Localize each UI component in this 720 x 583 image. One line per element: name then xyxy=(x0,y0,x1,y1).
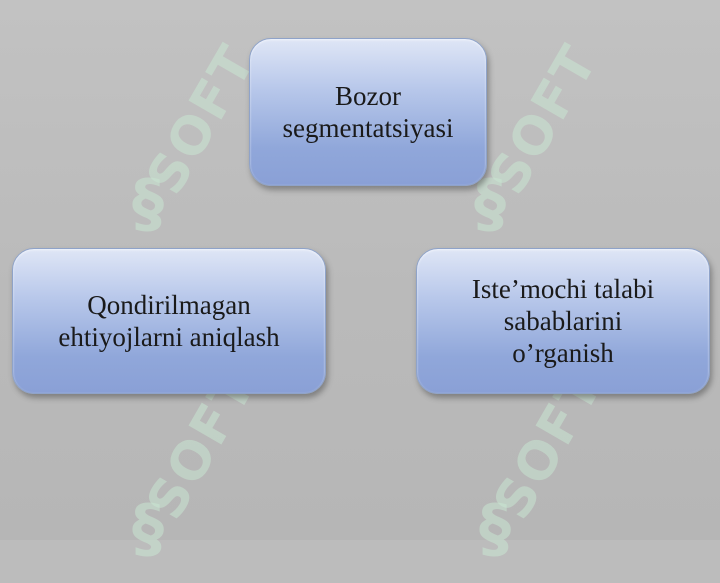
soft-logo-icon: § xyxy=(479,492,512,567)
node-line: Iste’mochi talabi xyxy=(471,274,655,304)
soft-logo-icon: § xyxy=(132,167,165,242)
node-label: Qondirilmagan ehtiyojlarni aniqlash xyxy=(58,289,279,353)
soft-logo-icon: § xyxy=(132,492,165,567)
node-line: sabablarini xyxy=(503,306,623,336)
node-bozor-segmentatsiyasi: Bozor segmentatsiyasi xyxy=(249,38,487,186)
node-line: segmentatsiyasi xyxy=(282,113,454,143)
slide-canvas: §SOFT §SOFT §SOFT §SOFT Bozor segmentats… xyxy=(0,0,720,567)
watermark-logo: §SOFT xyxy=(132,35,268,242)
node-label: Iste’mochi talabi sabablarini o’rganish xyxy=(472,273,654,369)
node-qondirilmagan-ehtiyojlar: Qondirilmagan ehtiyojlarni aniqlash xyxy=(12,248,326,394)
node-istemochi-talabi: Iste’mochi talabi sabablarini o’rganish xyxy=(416,248,710,394)
node-line: Qondirilmagan xyxy=(87,290,251,320)
node-line: o’rganish xyxy=(512,338,614,368)
node-label: Bozor segmentatsiyasi xyxy=(283,80,454,144)
node-line: ehtiyojlarni aniqlash xyxy=(58,322,280,352)
node-line: Bozor xyxy=(335,81,401,111)
